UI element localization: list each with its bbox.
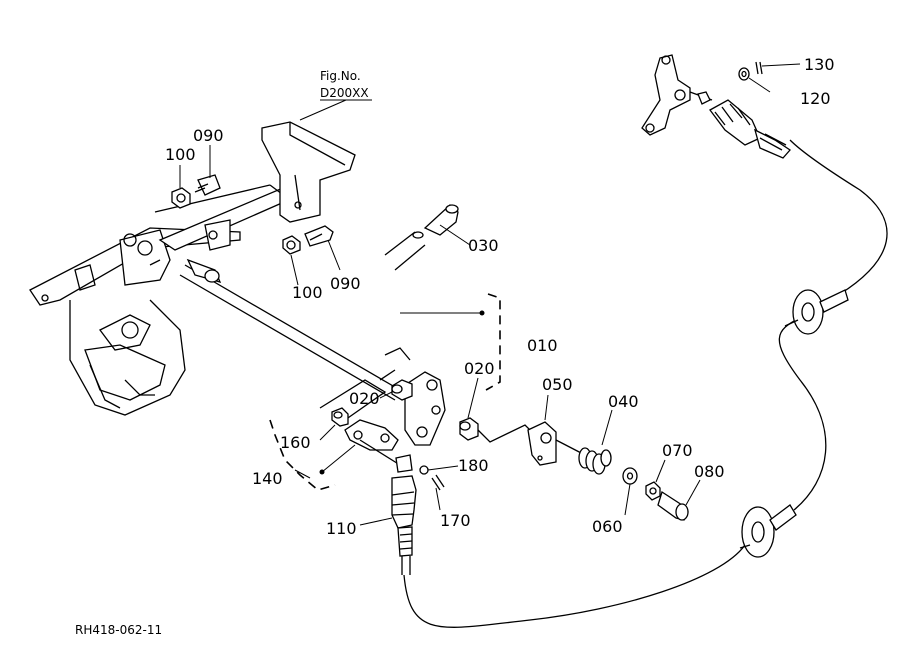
lever-140 xyxy=(269,379,399,491)
cable-grommet-lower xyxy=(739,504,797,558)
label-170: 170 xyxy=(440,511,471,530)
lever-assembly-010 xyxy=(379,293,501,446)
label-090-middle: 090 xyxy=(330,274,361,293)
bracket-050 xyxy=(527,421,586,466)
figure-ref-line2: D200XX xyxy=(320,86,369,100)
washer-060 xyxy=(622,467,638,485)
label-040: 040 xyxy=(608,392,639,411)
upper-bracket xyxy=(261,121,356,223)
label-100-upper: 100 xyxy=(165,145,196,164)
pin-160 xyxy=(331,407,349,427)
label-140: 140 xyxy=(252,469,283,488)
label-160: 160 xyxy=(280,433,311,452)
label-110: 110 xyxy=(326,519,357,538)
knob-030 xyxy=(384,204,459,271)
label-050: 050 xyxy=(542,375,573,394)
cable-110 xyxy=(359,439,746,628)
cable-end-upper xyxy=(709,99,791,159)
cable-run xyxy=(778,139,888,511)
label-180: 180 xyxy=(458,456,489,475)
bolt-nut-middle xyxy=(282,225,334,255)
label-020-left: 020 xyxy=(349,389,380,408)
rod-050 xyxy=(477,424,531,443)
clip-180 xyxy=(419,465,429,475)
drawing-code: RH418-062-11 xyxy=(75,623,162,637)
shaft-rod xyxy=(179,258,401,401)
bolt-nut-upper-left xyxy=(171,174,221,209)
figure-ref-line1: Fig.No. xyxy=(320,69,361,83)
label-080: 080 xyxy=(694,462,725,481)
spring-040 xyxy=(578,447,612,475)
part-labels: 090 100 100 090 030 010 020 020 050 040 … xyxy=(165,55,835,538)
pin-130 xyxy=(755,61,763,75)
label-010: 010 xyxy=(527,336,558,355)
bolt-080 xyxy=(657,490,689,521)
leader-lines xyxy=(179,63,801,526)
label-100-middle: 100 xyxy=(292,283,323,302)
label-070: 070 xyxy=(662,441,693,460)
label-120: 120 xyxy=(800,89,831,108)
bush-020-left xyxy=(391,379,413,401)
figure-reference: Fig.No. D200XX xyxy=(299,69,372,121)
main-bracket xyxy=(29,184,302,416)
label-030: 030 xyxy=(468,236,499,255)
cable-grommet-upper xyxy=(784,289,849,335)
label-020-right: 020 xyxy=(464,359,495,378)
bush-020-right xyxy=(459,417,479,441)
label-090-upper: 090 xyxy=(193,126,224,145)
washer-120 xyxy=(738,67,750,81)
label-130: 130 xyxy=(804,55,835,74)
label-060: 060 xyxy=(592,517,623,536)
nut-070 xyxy=(645,481,661,501)
pin-170 xyxy=(431,474,445,491)
upper-lever-plate xyxy=(641,54,713,136)
